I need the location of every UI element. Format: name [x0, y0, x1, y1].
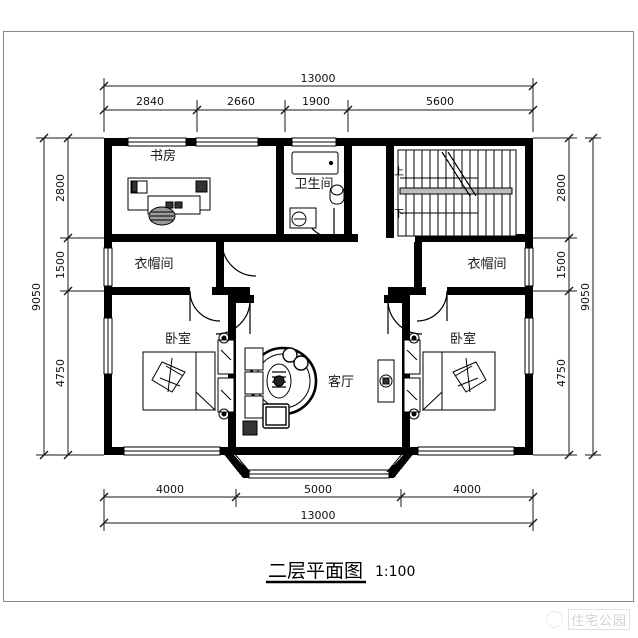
- dim-bot-seg-1: 4000: [156, 483, 184, 496]
- dim-top-seg-1: 2840: [136, 95, 164, 108]
- dim-bot-seg-3: 4000: [453, 483, 481, 496]
- drawing-title: 二层平面图: [268, 560, 363, 582]
- room-label-closet-left: 衣帽间: [134, 256, 173, 272]
- dimension-lines: [36, 78, 601, 531]
- room-label-closet-right: 衣帽间: [467, 256, 506, 272]
- dimension-ticks: [39, 81, 598, 528]
- doors: [189, 207, 448, 335]
- furniture-bathroom: [289, 151, 345, 229]
- window-bedroom-right-bottom: [417, 446, 515, 456]
- stair-up-label: 上: [394, 166, 404, 178]
- window-bedroom-left-side: [103, 317, 113, 375]
- dim-top-seg-2: 2660: [227, 95, 255, 108]
- window-closet-left: [103, 247, 113, 287]
- dimension-labels: 13000 2840 2660 1900 5600 4000 5000 4000…: [30, 72, 592, 522]
- room-label-bedroom-right: 卧室: [450, 331, 476, 347]
- circle-logo-icon: [545, 611, 563, 628]
- room-labels: 书房 卫生间 衣帽间 衣帽间 卧室 卧室 客厅: [134, 148, 506, 390]
- dim-right-seg-1: 2800: [555, 174, 568, 202]
- window-bath-top: [291, 137, 337, 147]
- watermark: 住宅公园: [545, 609, 630, 630]
- dim-right-total: 9050: [579, 283, 592, 311]
- drawing-scale: 1:100: [375, 564, 415, 580]
- watermark-text: 住宅公园: [567, 609, 630, 630]
- dim-top-total: 13000: [301, 72, 336, 85]
- dim-bot-seg-2: 5000: [304, 483, 332, 496]
- door-closet-left: [189, 290, 221, 322]
- window-bedroom-left-bottom: [123, 446, 221, 456]
- drawing-title-block: 二层平面图 1:100: [266, 560, 415, 584]
- room-label-living-room: 客厅: [328, 374, 354, 390]
- window-study-top: [127, 137, 187, 147]
- window-closet-right: [524, 247, 534, 287]
- dim-left-seg-2: 1500: [54, 251, 67, 279]
- dim-left-seg-1: 2800: [54, 174, 67, 202]
- dim-right-seg-3: 4750: [555, 359, 568, 387]
- room-label-bathroom: 卫生间: [294, 177, 333, 192]
- furniture-study: [127, 177, 211, 226]
- room-label-study: 书房: [150, 148, 176, 164]
- window-bedroom-right-side: [524, 317, 534, 375]
- window-bay-right-angled: [386, 446, 413, 476]
- windows: [103, 137, 534, 479]
- door-study: [221, 241, 257, 277]
- room-label-bedroom-left: 卧室: [165, 331, 191, 347]
- dim-bot-total: 13000: [301, 509, 336, 522]
- window-bay-left-angled: [224, 446, 251, 476]
- window-study-top-2: [195, 137, 259, 147]
- dim-top-seg-3: 1900: [302, 95, 330, 108]
- furniture-bedroom-right: [403, 332, 496, 420]
- window-bay-front: [248, 469, 390, 479]
- stair-down-label: 下: [394, 209, 404, 220]
- dim-top-seg-4: 5600: [426, 95, 454, 108]
- door-closet-right: [416, 290, 448, 322]
- furniture-bedroom-left: [142, 332, 235, 420]
- staircase: 上 下: [394, 149, 517, 237]
- dim-left-total: 9050: [30, 283, 43, 311]
- furniture-living-room: [242, 346, 395, 436]
- dim-left-seg-3: 4750: [54, 359, 67, 387]
- dim-right-seg-2: 1500: [555, 251, 568, 279]
